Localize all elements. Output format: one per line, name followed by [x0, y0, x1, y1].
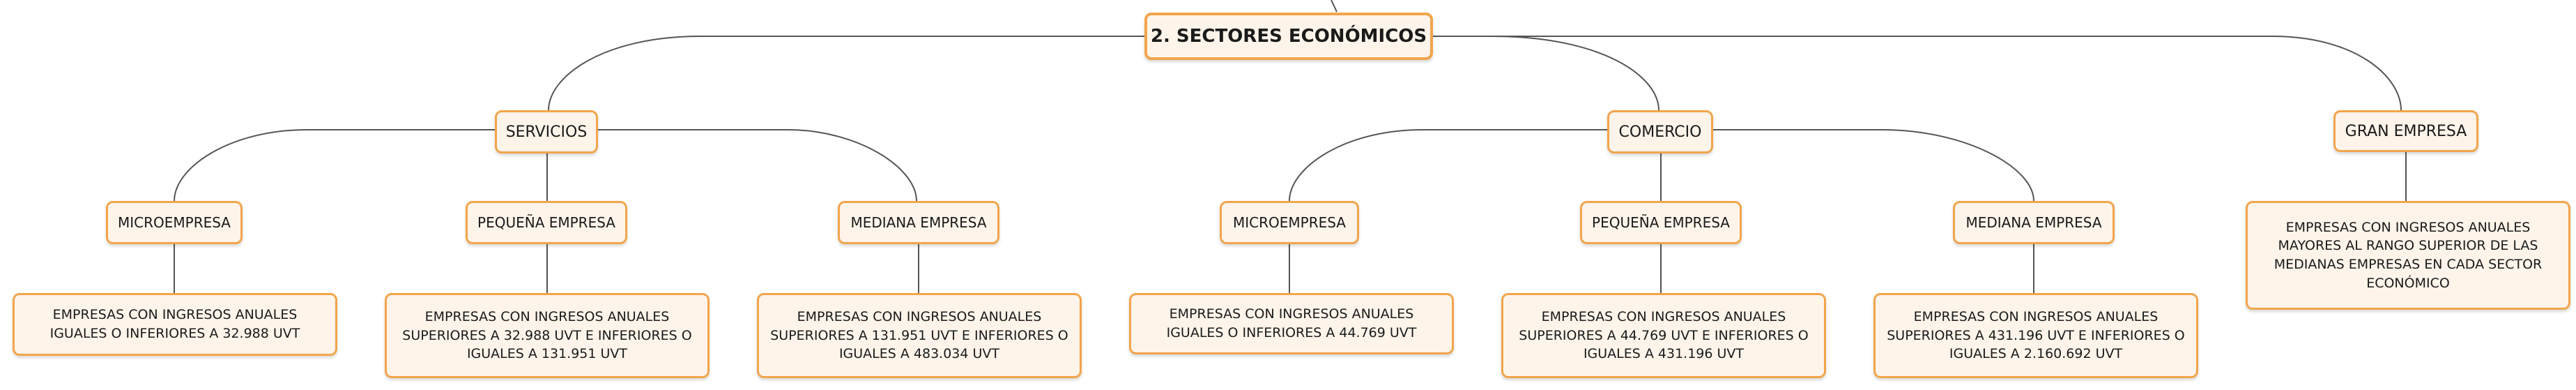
- servicios-micro-desc: EMPRESAS CON INGRESOS ANUALES IGUALES O …: [13, 293, 337, 356]
- gran-empresa-label: GRAN EMPRESA: [2345, 122, 2467, 140]
- servicios-label: SERVICIOS: [505, 123, 588, 141]
- connector-root-comercio: [1433, 36, 1659, 111]
- comercio-pequena-node[interactable]: PEQUEÑA EMPRESA: [1580, 201, 1742, 244]
- servicios-mediana-desc-text: EMPRESAS CON INGRESOS ANUALES SUPERIORES…: [770, 309, 1068, 362]
- connector-root-servicios: [548, 36, 1144, 111]
- comercio-micro-desc: EMPRESAS CON INGRESOS ANUALES IGUALES O …: [1129, 293, 1454, 354]
- comercio-node[interactable]: COMERCIO: [1607, 110, 1713, 153]
- connector-root-parent: [1331, 0, 1337, 13]
- root-node[interactable]: 2. SECTORES ECONÓMICOS: [1144, 13, 1433, 60]
- servicios-mediana-desc: EMPRESAS CON INGRESOS ANUALES SUPERIORES…: [757, 293, 1082, 378]
- connector-root-gran-empresa: [1433, 36, 2402, 111]
- servicios-mediana-label: MEDIANA EMPRESA: [850, 214, 987, 231]
- servicios-pequena-node[interactable]: PEQUEÑA EMPRESA: [466, 201, 627, 244]
- gran-empresa-node[interactable]: GRAN EMPRESA: [2333, 110, 2478, 152]
- servicios-micro-desc-text: EMPRESAS CON INGRESOS ANUALES IGUALES O …: [49, 307, 300, 341]
- comercio-pequena-desc: EMPRESAS CON INGRESOS ANUALES SUPERIORES…: [1501, 293, 1826, 378]
- comercio-pequena-desc-text: EMPRESAS CON INGRESOS ANUALES SUPERIORES…: [1519, 309, 1809, 362]
- comercio-mediana-desc: EMPRESAS CON INGRESOS ANUALES SUPERIORES…: [1873, 293, 2198, 378]
- servicios-micro-label: MICROEMPRESA: [118, 214, 231, 231]
- connector-comercio-mediana: [1713, 129, 2034, 202]
- comercio-micro-desc-text: EMPRESAS CON INGRESOS ANUALES IGUALES O …: [1166, 306, 1417, 340]
- gran-empresa-desc: EMPRESAS CON INGRESOS ANUALES MAYORES AL…: [2246, 201, 2570, 310]
- root-label: 2. SECTORES ECONÓMICOS: [1150, 26, 1427, 47]
- connector-servicios-micro: [174, 129, 495, 202]
- comercio-label: COMERCIO: [1618, 123, 1702, 141]
- gran-empresa-desc-text: EMPRESAS CON INGRESOS ANUALES MAYORES AL…: [2274, 219, 2543, 291]
- comercio-micro-node[interactable]: MICROEMPRESA: [1220, 201, 1359, 244]
- comercio-pequena-label: PEQUEÑA EMPRESA: [1592, 214, 1730, 231]
- servicios-pequena-desc: EMPRESAS CON INGRESOS ANUALES SUPERIORES…: [385, 293, 710, 378]
- connector-comercio-micro: [1289, 129, 1607, 202]
- comercio-micro-label: MICROEMPRESA: [1233, 214, 1346, 231]
- servicios-pequena-label: PEQUEÑA EMPRESA: [477, 214, 615, 231]
- comercio-mediana-label: MEDIANA EMPRESA: [1965, 214, 2102, 231]
- comercio-mediana-desc-text: EMPRESAS CON INGRESOS ANUALES SUPERIORES…: [1887, 309, 2185, 362]
- connector-servicios-mediana: [598, 129, 917, 202]
- comercio-mediana-node[interactable]: MEDIANA EMPRESA: [1953, 201, 2115, 244]
- servicios-pequena-desc-text: EMPRESAS CON INGRESOS ANUALES SUPERIORES…: [402, 309, 692, 362]
- servicios-micro-node[interactable]: MICROEMPRESA: [106, 201, 243, 244]
- servicios-mediana-node[interactable]: MEDIANA EMPRESA: [838, 201, 999, 244]
- servicios-node[interactable]: SERVICIOS: [495, 110, 598, 153]
